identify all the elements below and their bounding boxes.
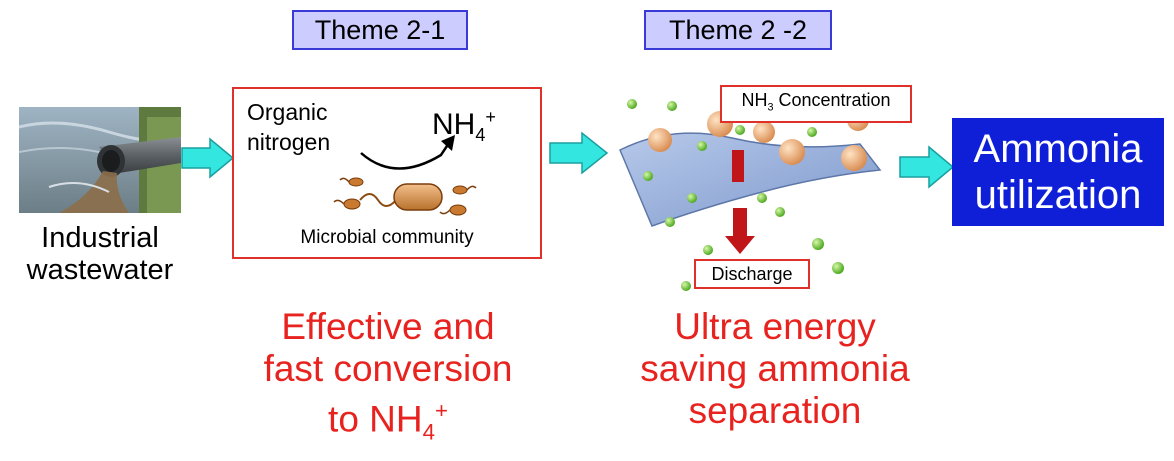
theme-2-1-label: Theme 2-1	[292, 10, 468, 50]
nh4-sub: 4	[475, 125, 486, 145]
nh3-rest: Concentration	[773, 90, 891, 110]
theme-2-2-label: Theme 2 -2	[644, 10, 832, 50]
left-caption-line3-sup: +	[434, 398, 448, 423]
output-line1: Ammonia	[973, 127, 1143, 171]
nh3-sub: 3	[767, 101, 774, 114]
reactant-line1: Organic	[247, 99, 328, 125]
right-caption-line3: separation	[688, 390, 862, 431]
flow-arrow-1	[181, 137, 235, 179]
source-label: Industrial wastewater	[10, 222, 190, 286]
left-caption-line3-sub: 4	[422, 419, 435, 445]
ammonia-utilization-box: Ammonia utilization	[952, 118, 1164, 226]
separation-caption: Ultra energy saving ammonia separation	[640, 306, 910, 432]
left-caption-line3-base: to NH	[328, 398, 423, 440]
right-caption-line2: saving ammonia	[640, 348, 910, 389]
nh4-base: NH	[432, 108, 476, 141]
conversion-box	[232, 87, 542, 259]
flow-arrow-3	[899, 145, 955, 189]
conversion-curved-arrow	[360, 135, 455, 170]
conversion-caption: Effective and fast conversion to NH4+	[238, 306, 538, 454]
output-line2: utilization	[974, 173, 1142, 217]
right-caption-line1: Ultra energy	[674, 306, 876, 347]
microbial-community-illustration	[333, 177, 477, 216]
microbial-community-caption: Microbial community	[300, 227, 474, 248]
nh3-concentration-label: NH3 Concentration	[720, 85, 912, 123]
flow-arrow-2	[549, 131, 609, 175]
left-caption-line3: to NH4+	[238, 390, 538, 454]
reactant-line2: nitrogen	[247, 129, 331, 155]
organic-nitrogen-label: Organic nitrogen	[247, 97, 330, 157]
source-line1: Industrial	[41, 222, 159, 254]
discharge-label: Discharge	[694, 259, 810, 289]
wastewater-pipe-image	[19, 107, 181, 213]
left-caption-line2: fast conversion	[263, 348, 513, 389]
nh3-base: NH	[741, 90, 768, 110]
left-caption-line1: Effective and	[281, 306, 495, 347]
nh4-product-label: NH4+	[432, 100, 496, 152]
source-line2: wastewater	[26, 254, 174, 286]
membrane-separation-illustration	[619, 99, 882, 291]
nh4-sup: +	[485, 107, 496, 127]
